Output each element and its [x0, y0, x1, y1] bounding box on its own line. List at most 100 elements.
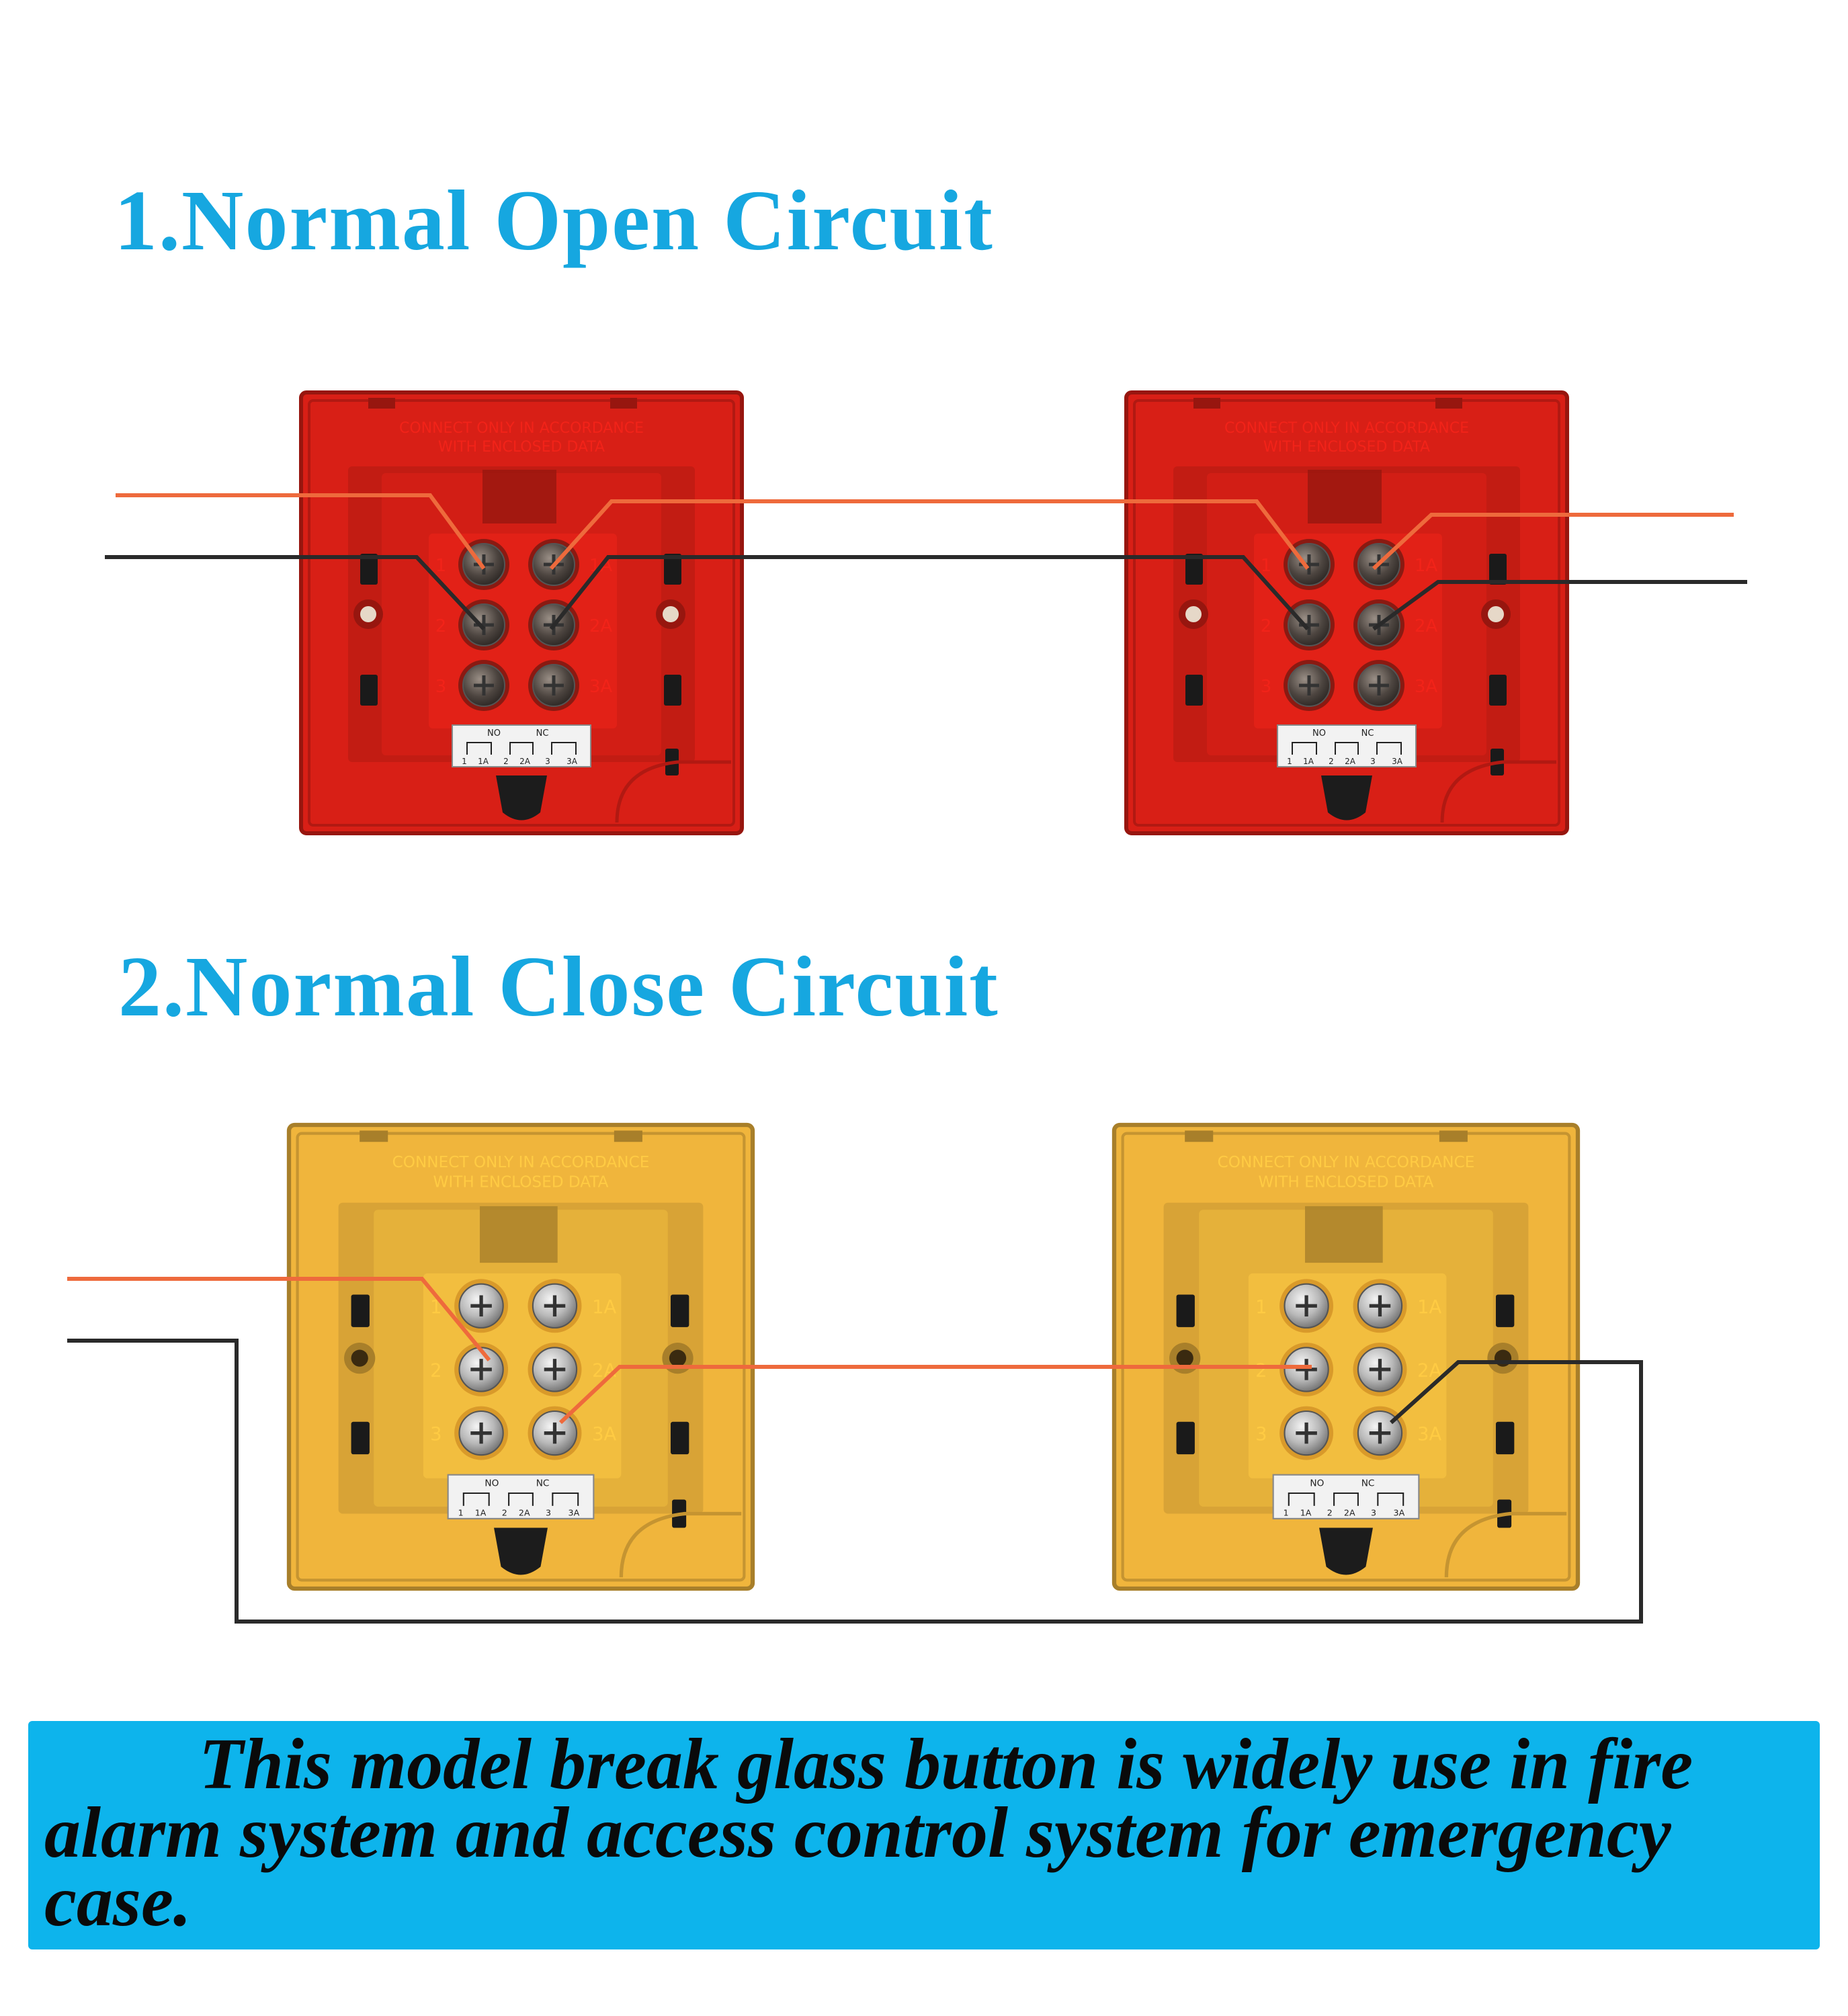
wire-black-no-input	[105, 555, 486, 631]
terminal-label: 2	[435, 616, 447, 636]
wire-black-no-link	[549, 555, 1310, 631]
schematic-text: NC	[536, 1478, 550, 1488]
schematic-line	[462, 1492, 490, 1506]
schematic-line	[466, 742, 492, 755]
schematic-text: 1A	[1300, 1508, 1312, 1518]
housing-curve	[1440, 760, 1556, 823]
mount-hole-center	[1488, 606, 1504, 622]
terminal-label: 3A	[1417, 1424, 1441, 1445]
schematic-line	[551, 742, 577, 755]
terminal-label: 3A	[589, 677, 613, 697]
top-slot	[479, 1206, 558, 1263]
terminal-label: 3	[1255, 1424, 1267, 1445]
mount-slot	[360, 554, 378, 585]
schematic-text: 3A	[1392, 757, 1403, 766]
mount-slot	[360, 675, 378, 706]
terminal-label: 3A	[592, 1424, 616, 1445]
wire-black-no-output	[1372, 580, 1747, 631]
embossed-text: CONNECT ONLY IN ACCORDANCE	[1218, 1154, 1475, 1171]
notch	[1185, 1130, 1214, 1142]
housing-rim	[1133, 399, 1560, 827]
terminal-label: 1	[1261, 556, 1272, 576]
embossed-text: CONNECT ONLY IN ACCORDANCE	[1224, 420, 1469, 437]
schematic-text: 3	[1370, 757, 1376, 766]
schematic-text: 2	[502, 1508, 507, 1518]
wires-layer	[67, 493, 1747, 1624]
terminal-label: 2A	[589, 616, 613, 636]
embossed-text: CONNECT ONLY IN ACCORDANCE	[392, 1154, 650, 1171]
terminal-label: 3	[1261, 677, 1272, 697]
mount-hole-center	[669, 1349, 687, 1367]
top-slot	[482, 470, 556, 523]
schematic-card	[1277, 724, 1417, 767]
info-banner: This model break glass button is widely …	[28, 1721, 1820, 1949]
embossed-text: WITH ENCLOSED DATA	[1263, 439, 1430, 456]
schematic-text: NO	[487, 728, 501, 739]
schematic-text: 1	[462, 757, 467, 766]
schematic-card	[452, 724, 591, 767]
terminal-label: 2	[1261, 616, 1272, 636]
notch	[610, 398, 637, 409]
schematic-text: 2A	[1344, 1508, 1355, 1518]
mount-slot	[1176, 1294, 1195, 1327]
terminal-label: 2	[1255, 1360, 1267, 1381]
top-slot	[1308, 470, 1382, 523]
mount-slot	[1176, 1421, 1195, 1455]
mount-slot	[1489, 675, 1507, 706]
notch	[1439, 1130, 1468, 1142]
terminal-label: 3	[435, 677, 447, 697]
wire-orange-nc-input	[67, 1277, 491, 1361]
wire-orange-no-output	[1372, 513, 1734, 571]
schematic-line	[1292, 742, 1317, 755]
mount-slot	[670, 1294, 689, 1327]
schematic-text: NO	[1312, 728, 1326, 739]
schematic-text: 1	[1284, 1508, 1289, 1518]
schematic-line	[1333, 1492, 1359, 1506]
schematic-text: 1	[458, 1508, 464, 1518]
wire-orange-no-link	[549, 499, 1310, 571]
terminal-label: 1A	[592, 1297, 616, 1318]
embossed-text: WITH ENCLOSED DATA	[1259, 1174, 1434, 1191]
terminal-label: 1	[1255, 1297, 1267, 1318]
notch	[368, 398, 395, 409]
schematic-text: 3A	[566, 757, 578, 766]
embossed-text: WITH ENCLOSED DATA	[438, 439, 605, 456]
schematic-text: 3A	[1394, 1508, 1405, 1518]
schematic-card	[1272, 1474, 1420, 1519]
mount-hole-center	[360, 606, 376, 622]
top-slot	[1304, 1206, 1383, 1263]
devices-layer: CONNECT ONLY IN ACCORDANCE WITH ENCLOSED …	[286, 390, 1581, 1591]
mount-slot	[1185, 554, 1203, 585]
schematic-text: 2	[1329, 757, 1334, 766]
terminal-label: 2	[430, 1360, 442, 1381]
housing-curve	[619, 1511, 742, 1578]
cable-gland	[494, 1527, 548, 1575]
housing-rim	[1121, 1132, 1571, 1582]
device-yellow-1: CONNECT ONLY IN ACCORDANCE WITH ENCLOSED …	[286, 1122, 755, 1591]
wire-orange-no-input	[116, 493, 486, 570]
schematic-text: NC	[536, 728, 549, 739]
terminal-label: 1	[435, 556, 447, 576]
cable-gland	[496, 775, 547, 821]
mount-slot	[351, 1294, 370, 1327]
cable-gland	[1321, 775, 1372, 821]
schematic-text: 1A	[478, 757, 489, 766]
terminal-label: 3A	[1415, 677, 1438, 697]
mount-slot	[1495, 1421, 1515, 1455]
schematic-text: 2A	[519, 1508, 530, 1518]
schematic-text: NO	[485, 1478, 499, 1488]
embossed-text: WITH ENCLOSED DATA	[433, 1174, 609, 1191]
mount-hole-center	[351, 1349, 368, 1367]
schematic-text: NO	[1310, 1478, 1324, 1488]
embossed-text: CONNECT ONLY IN ACCORDANCE	[399, 420, 644, 437]
notch	[1193, 398, 1220, 409]
mount-slot	[670, 1421, 689, 1455]
schematic-line	[1335, 742, 1359, 755]
schematic-line	[1377, 1492, 1404, 1506]
schematic-line	[508, 1492, 534, 1506]
schematic-text: 3A	[569, 1508, 580, 1518]
housing-curve	[1444, 1511, 1567, 1578]
